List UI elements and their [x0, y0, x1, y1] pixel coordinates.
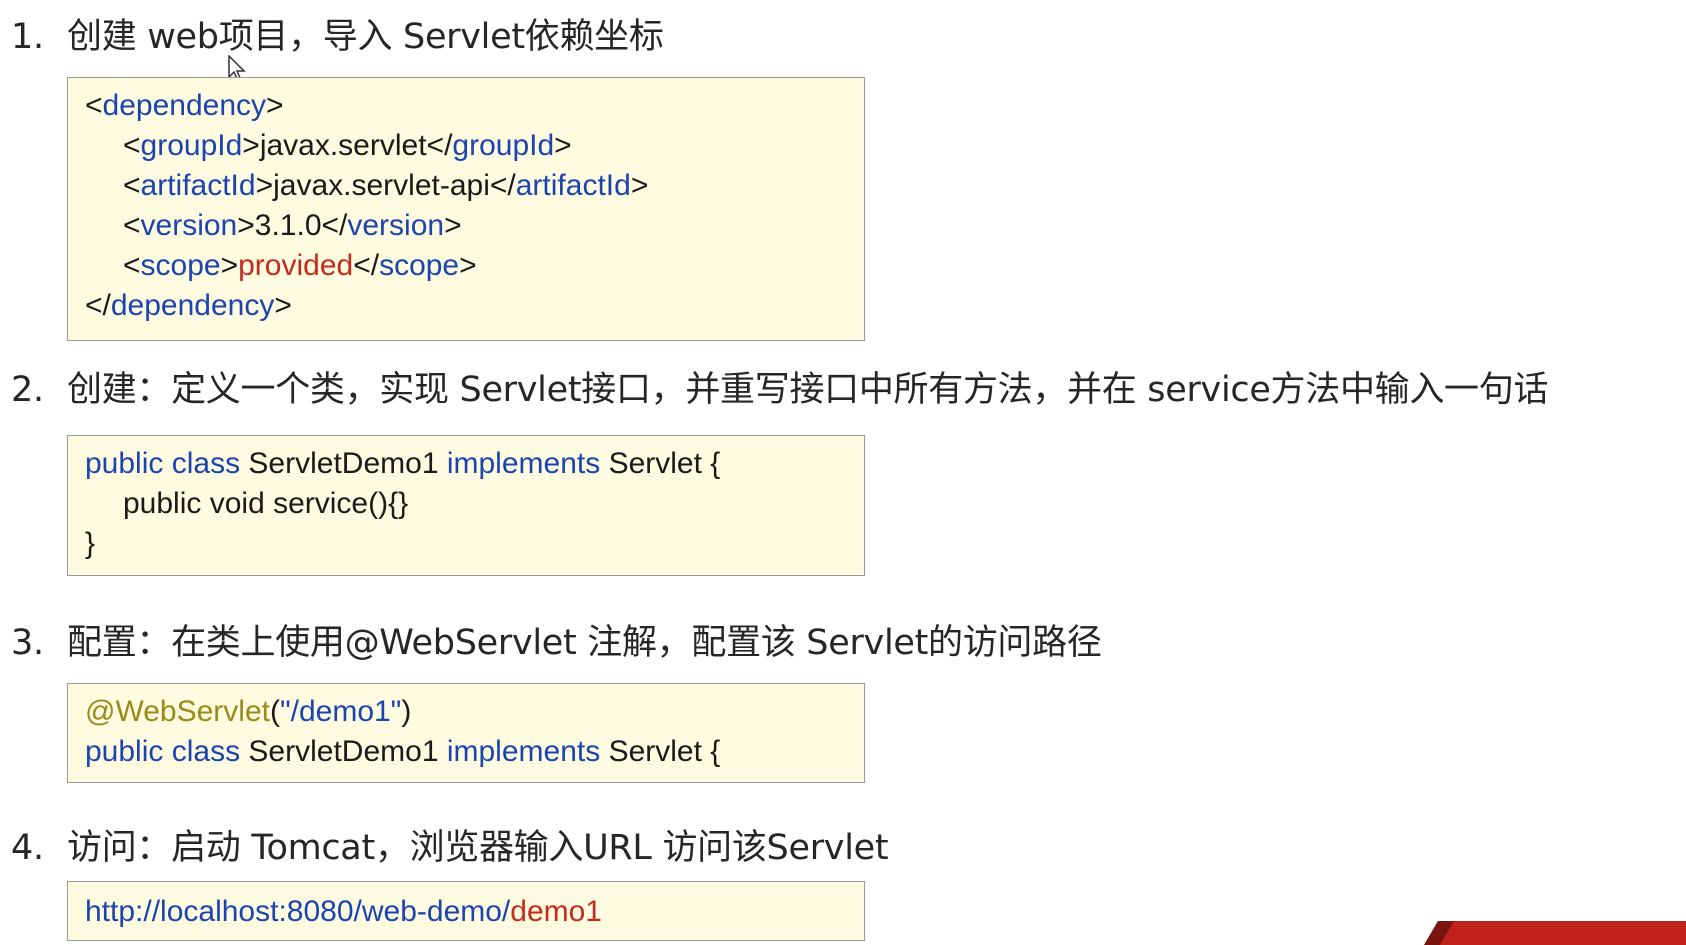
- step-number: 2.: [11, 370, 44, 410]
- step-text: 创建 web项目，导入 Servlet依赖坐标: [67, 17, 664, 57]
- url-path: demo1: [510, 895, 602, 928]
- step-2-heading: 2. 创建：定义一个类，实现 Servlet接口，并重写接口中所有方法，并在 se…: [11, 361, 1548, 412]
- step-text: 配置：在类上使用@WebServlet 注解，配置该 Servlet的访问路径: [67, 623, 1102, 663]
- dependency-code-block: <dependency> <groupId>javax.servlet</gro…: [67, 77, 865, 341]
- step-number: 1.: [11, 17, 44, 57]
- step-number: 4.: [11, 828, 44, 868]
- corner-banner: [1424, 921, 1686, 945]
- step-1-heading: 1. 创建 web项目，导入 Servlet依赖坐标: [11, 8, 664, 59]
- url-code-block: http://localhost:8080/web-demo/demo1: [67, 881, 865, 941]
- step-4-heading: 4. 访问：启动 Tomcat，浏览器输入URL 访问该Servlet: [11, 819, 889, 870]
- step-3-heading: 3. 配置：在类上使用@WebServlet 注解，配置该 Servlet的访问路…: [11, 614, 1102, 665]
- class-code-block: public class ServletDemo1 implements Ser…: [67, 435, 865, 576]
- annotation-code-block: @WebServlet("/demo1") public class Servl…: [67, 683, 865, 783]
- step-number: 3.: [11, 623, 44, 663]
- url-base: http://localhost:8080/web-demo/: [85, 895, 511, 928]
- step-text: 创建：定义一个类，实现 Servlet接口，并重写接口中所有方法，并在 serv…: [67, 370, 1549, 410]
- step-text: 访问：启动 Tomcat，浏览器输入URL 访问该Servlet: [67, 828, 889, 868]
